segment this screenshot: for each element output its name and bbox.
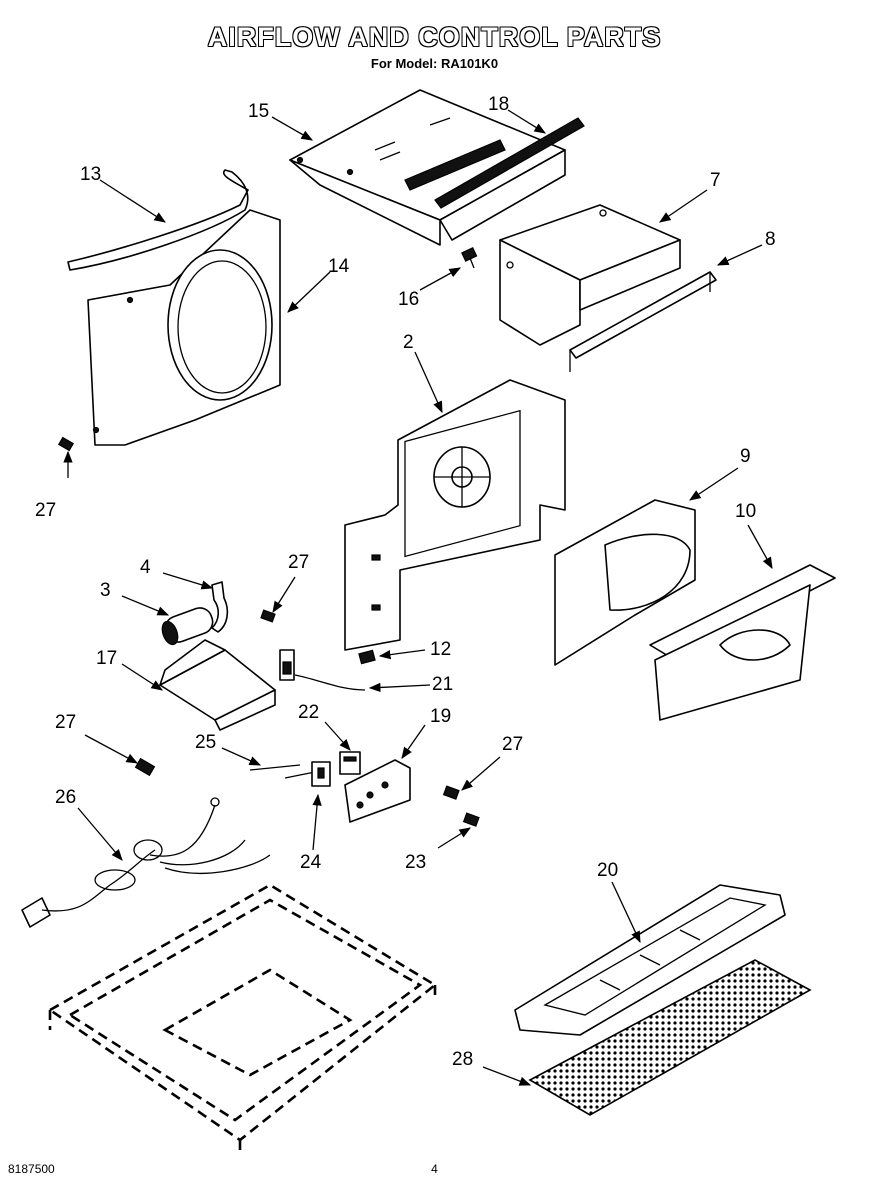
label-22: 22 — [298, 702, 319, 723]
label-4: 4 — [140, 557, 151, 578]
page-number: 4 — [431, 1162, 438, 1176]
page-title: AIRFLOW AND CONTROL PARTS — [207, 22, 662, 52]
label-26: 26 — [55, 787, 76, 808]
label-16: 16 — [398, 289, 419, 310]
part-8-bracket — [569, 271, 717, 372]
label-3: 3 — [100, 580, 111, 601]
part-25-wire — [249, 764, 316, 779]
part-24-switch — [311, 761, 331, 787]
leader-lines — [63, 109, 773, 1086]
label-19: 19 — [430, 706, 451, 727]
part-9-scroll — [554, 499, 696, 666]
part-26-power-cord — [21, 797, 271, 928]
label-25: 25 — [195, 732, 216, 753]
label-27-d: 27 — [502, 734, 523, 755]
label-17: 17 — [96, 648, 117, 669]
label-18: 18 — [488, 94, 509, 115]
part-18-seal-strip — [434, 117, 585, 209]
part-27-screw-d — [134, 757, 156, 777]
part-12-screw — [358, 649, 376, 665]
part-13-gasket — [67, 169, 249, 271]
part-10-discharge — [649, 564, 836, 721]
part-15-top-cover — [289, 89, 566, 246]
label-7: 7 — [710, 170, 721, 191]
label-21: 21 — [432, 674, 453, 695]
part-27-screw-c — [442, 785, 460, 800]
part-labels: 15 18 13 7 8 14 16 2 27 9 10 4 27 3 17 1… — [35, 94, 776, 1070]
label-13: 13 — [80, 164, 101, 185]
base-pan-reference — [47, 883, 438, 1155]
part-7-control-cover — [499, 204, 681, 346]
part-19-control-plate — [344, 759, 411, 823]
part-17-bracket — [159, 639, 276, 731]
label-20: 20 — [597, 860, 618, 881]
label-27-c: 27 — [55, 712, 76, 733]
part-22-knob — [339, 751, 361, 775]
label-15: 15 — [248, 101, 269, 122]
part-4-clamp — [211, 581, 229, 633]
part-14-shroud — [87, 209, 281, 446]
label-8: 8 — [765, 229, 776, 250]
label-23: 23 — [405, 852, 426, 873]
part-20-tray — [514, 884, 786, 1036]
model-subtitle: For Model: RA101K0 — [370, 56, 499, 71]
label-14: 14 — [328, 256, 350, 277]
part-16-screw — [461, 247, 478, 269]
label-2: 2 — [403, 332, 414, 353]
part-27-screw-a — [57, 436, 75, 452]
part-23-screw — [462, 812, 480, 827]
part-2-panel — [344, 379, 566, 651]
label-28: 28 — [452, 1049, 473, 1070]
part-3-capacitor — [161, 607, 214, 646]
label-27-a: 27 — [35, 500, 56, 521]
label-27-b: 27 — [288, 552, 309, 573]
label-24: 24 — [300, 852, 322, 873]
document-number: 8187500 — [8, 1162, 55, 1176]
label-10: 10 — [735, 501, 756, 522]
label-12: 12 — [430, 639, 451, 660]
label-9: 9 — [740, 446, 751, 467]
part-21-sensor-tube — [279, 649, 366, 691]
part-27-screw-b — [260, 609, 276, 623]
part-28-filter — [528, 959, 812, 1116]
